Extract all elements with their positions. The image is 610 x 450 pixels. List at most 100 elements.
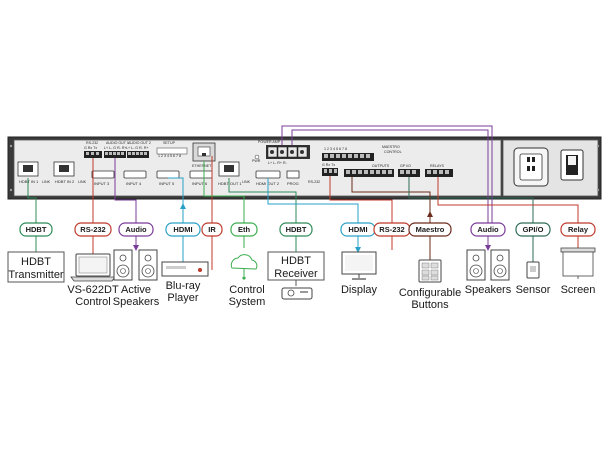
link-label-1: LINK [42, 180, 51, 184]
maestro-label: MAESTRO [382, 145, 400, 149]
control-system-label-1: Control [229, 284, 264, 296]
screen-label: Screen [561, 284, 596, 296]
hdmi-input6-port[interactable] [189, 170, 213, 179]
svg-text:Maestro: Maestro [416, 225, 445, 234]
hdmi-out2-port[interactable] [255, 170, 281, 179]
tag-hdmi-1: HDMI [165, 222, 201, 237]
input6-label: INPUT 6 [192, 181, 208, 186]
svg-text:HDMI: HDMI [348, 225, 367, 234]
control-system-label-2: System [229, 296, 266, 308]
power-amp-terminals[interactable] [266, 145, 310, 159]
cables [27, 125, 579, 270]
hdbt-receiver-label-2: Receiver [274, 268, 318, 280]
cable-hdmi-display [267, 178, 359, 223]
speakers-label: Speakers [465, 284, 512, 296]
audio-out1-pins: L+ L- G R- R+ [104, 146, 127, 150]
input3-label: INPUT 3 [94, 181, 110, 186]
device-rear-panel: RS-232 G Rx Tx AUDIO OUT 1 L+ L- G R- R+… [7, 136, 602, 200]
rs232-side-terminal[interactable] [322, 168, 338, 176]
svg-text:Audio: Audio [125, 225, 147, 234]
control-label: CONTROL [384, 150, 402, 154]
power-amp-label: POWER AMP [258, 140, 281, 144]
gpio-terminal[interactable] [398, 169, 420, 177]
cable-hdbt-in [27, 178, 37, 223]
vs622dt-label-2: Control [75, 296, 110, 308]
sensor-icon [526, 261, 540, 279]
svg-text:HDMI: HDMI [173, 225, 192, 234]
rs232-side-label: RS-232 [308, 180, 320, 184]
hdbt-receiver-box: HDBT Receiver [267, 251, 325, 281]
hdbt-in1-label: HDBT IN 1 [19, 179, 39, 184]
audio-out2-terminal[interactable] [127, 151, 149, 158]
cable-rs232-display [329, 176, 393, 223]
prog-port[interactable] [286, 170, 300, 179]
cable-relay [437, 177, 579, 223]
cable-maestro [351, 177, 431, 223]
audio-out1-label: AUDIO OUT 1 [106, 141, 129, 145]
g-rx-tx-label: G Rx Tx [322, 163, 335, 167]
active-speakers-label-2: Speakers [113, 296, 160, 308]
audio-out2-pins: L+ L- G R- R+ [126, 146, 149, 150]
hdmi-input5-port[interactable] [156, 170, 180, 179]
link-label-2: LINK [78, 180, 87, 184]
hdmi-input4-port[interactable] [123, 170, 147, 179]
relays-label: RELAYS [430, 164, 445, 168]
tag-audio-1: Audio [118, 222, 154, 237]
cable-gpio [408, 177, 534, 223]
svg-text:IR: IR [208, 225, 216, 234]
svg-text:RS-232: RS-232 [80, 225, 105, 234]
display-icon [341, 251, 377, 280]
panel-face [13, 139, 502, 197]
tag-hdbt-1: HDBT [19, 222, 53, 237]
audio-out2-label: AUDIO OUT 2 [128, 141, 151, 145]
cable-hdbt-out [228, 178, 297, 223]
ethernet-label: ETHERNET [192, 164, 212, 168]
bluray-label-2: Player [167, 292, 199, 304]
pwr-label: PWR [252, 159, 261, 163]
tag-maestro: Maestro [408, 222, 452, 237]
maestro-pins: 1 2 3 4 5 6 7 8 [324, 147, 347, 151]
tag-ir: IR [201, 222, 223, 237]
hdbt-in1-port[interactable] [17, 161, 39, 177]
cable-audio-speakers [291, 129, 489, 223]
hdbt-out1-port[interactable] [218, 161, 240, 177]
active-speakers-icon [113, 249, 158, 281]
input4-label: INPUT 4 [126, 181, 142, 186]
setup-pins: 1 2 3 4 5 6 7 8 [158, 154, 181, 158]
pwr-led [254, 154, 260, 160]
maestro-terminal[interactable] [322, 153, 374, 161]
hdbt-in2-port[interactable] [53, 161, 75, 177]
hdbt-out1-label: HDBT OUT 1 [218, 181, 242, 186]
hdbt-transmitter-label-1: HDBT [21, 256, 51, 268]
tag-audio-2: Audio [470, 222, 506, 237]
gpio-port-label: GP I/O [400, 164, 411, 168]
setup-label: SETUP [163, 141, 176, 145]
laptop-icon [70, 253, 116, 282]
rs232-terminal[interactable] [84, 151, 102, 158]
audio-out1-terminal[interactable] [104, 151, 126, 158]
tag-pills: HDBT RS-232 Audio HDMI IR Eth HDBT HDMI … [19, 222, 596, 237]
prog-label: PROG [287, 181, 299, 186]
projector-icon [281, 287, 313, 300]
hdbt-receiver-label-1: HDBT [281, 255, 311, 267]
button-panel-icon [418, 259, 442, 283]
amp-pins-label: L+ L- R+ R- [268, 161, 288, 165]
setup-dip-switch[interactable] [156, 147, 188, 155]
outputs-terminal[interactable] [344, 169, 394, 177]
cable-audio-active [114, 158, 137, 223]
svg-text:Relay: Relay [568, 225, 589, 234]
relays-terminal[interactable] [425, 169, 453, 177]
bluray-player-icon [161, 261, 209, 277]
cable-ethernet [203, 161, 245, 223]
svg-text:RS-232: RS-232 [379, 225, 404, 234]
bluray-label-1: Blu-ray [166, 280, 201, 292]
svg-text:HDBT: HDBT [26, 225, 47, 234]
tag-eth: Eth [230, 222, 258, 237]
display-label: Display [341, 284, 378, 296]
tag-hdmi-2: HDMI [340, 222, 376, 237]
hdmi-input3-port[interactable] [91, 170, 115, 179]
projection-screen-icon [560, 247, 596, 279]
tag-hdbt-2: HDBT [279, 222, 313, 237]
vs622dt-label-1: VS-622DT [67, 284, 119, 296]
